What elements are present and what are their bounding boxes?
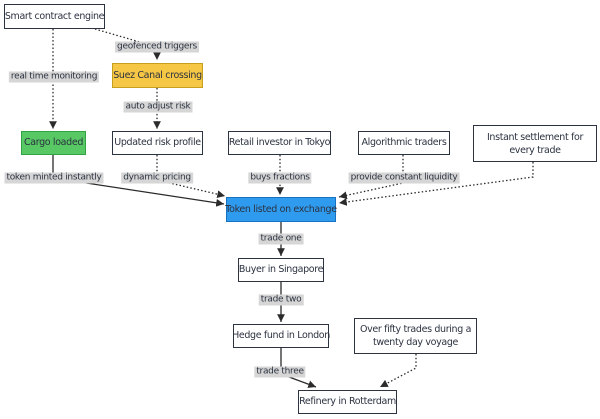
edge-risk-to-token: [156, 155, 226, 199]
node-buyer-singapore: Buyer in Singapore: [238, 258, 324, 282]
edge-label-trade-three: trade three: [254, 366, 306, 378]
node-fifty-trades-voyage: Over fifty trades during a twenty day vo…: [354, 318, 477, 354]
node-instant-settlement: Instant settlement for every trade: [473, 125, 597, 162]
edge-label-trade-two: trade two: [258, 294, 304, 306]
node-retail-investor-tokyo: Retail investor in Tokyo: [228, 131, 331, 155]
edge-label-token-minted-instantly: token minted instantly: [4, 172, 104, 184]
edge-label-real-time-monitoring: real time monitoring: [8, 71, 100, 83]
node-smart-contract-engine: Smart contract engine: [4, 4, 105, 29]
node-token-listed-exchange: Token listed on exchange: [225, 197, 337, 222]
edge-label-trade-one: trade one: [258, 233, 304, 245]
node-suez-canal-crossing: Suez Canal crossing: [112, 63, 203, 88]
edge-label-dynamic-pricing: dynamic pricing: [121, 172, 193, 184]
node-cargo-loaded: Cargo loaded: [21, 131, 86, 155]
edge-label-auto-adjust-risk: auto adjust risk: [123, 101, 193, 113]
node-hedge-fund-london: Hedge fund in London: [232, 324, 330, 348]
edge-algo-to-token: [338, 155, 404, 200]
node-algorithmic-traders: Algorithmic traders: [358, 131, 450, 155]
edge-label-buys-fractions: buys fractions: [248, 172, 312, 184]
node-updated-risk-profile: Updated risk profile: [112, 131, 203, 155]
edge-label-geofenced-triggers: geofenced triggers: [115, 41, 199, 53]
edge-voyage-to-refinery: [379, 354, 417, 388]
edge-settlement-to-token: [338, 162, 534, 206]
node-refinery-rotterdam: Refinery in Rotterdam: [298, 390, 397, 414]
edge-label-provide-constant-liquidity: provide constant liquidity: [348, 172, 460, 184]
